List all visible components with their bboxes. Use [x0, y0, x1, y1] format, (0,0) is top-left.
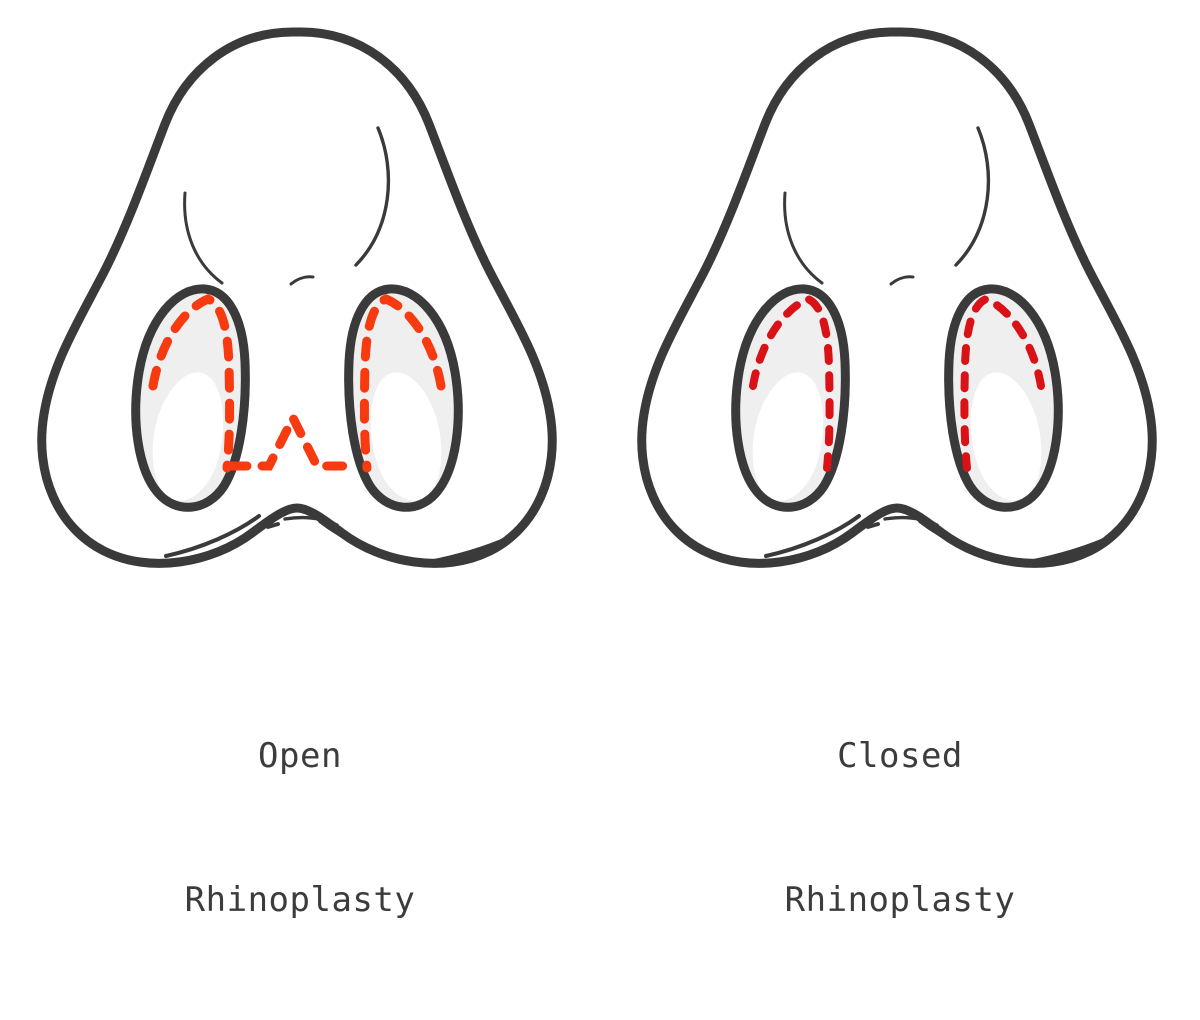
columella-base-strokes: [764, 514, 1115, 564]
nose-diagram-closed: [637, 27, 1157, 568]
nostril-right-outline: [944, 284, 1063, 512]
nostril-left-outline: [731, 284, 850, 512]
caption-open-rhinoplasty: Open Rhinoplasty: [0, 636, 600, 1020]
alar-crease-right-stroke: [1027, 534, 1115, 564]
panel-closed-rhinoplasty: Closed Rhinoplasty: [600, 0, 1200, 920]
incision-transcolumellar-open: [226, 407, 357, 471]
tip-dome-left-arc: [183, 191, 224, 285]
columella-top-stroke: [883, 515, 939, 527]
columella-left-stroke: [164, 514, 261, 558]
nostril-right-group: [344, 284, 463, 512]
incision-markings-open: [148, 294, 446, 473]
caption-closed-line1: Closed: [837, 736, 963, 776]
columella-center-tick: [866, 522, 880, 529]
incision-left-nostril-closed: [749, 294, 834, 472]
columella-base-strokes: [164, 514, 515, 564]
nostril-right-highlight: [970, 372, 1042, 501]
columella-left-stroke: [764, 514, 861, 558]
incision-right-nostril-open: [359, 294, 446, 473]
tip-dome-left-arc: [783, 191, 824, 285]
nostril-left-highlight: [152, 372, 224, 501]
caption-open-line2: Rhinoplasty: [184, 880, 416, 920]
nostril-right-highlight: [370, 372, 442, 501]
caption-open-line1: Open: [258, 736, 342, 776]
caption-closed-rhinoplasty: Closed Rhinoplasty: [600, 636, 1200, 1020]
incision-left-nostril-open: [148, 294, 235, 473]
nose-diagram-open: [37, 27, 557, 568]
columella-top-stroke: [283, 515, 339, 527]
nose-outline-path: [37, 27, 557, 568]
tip-dome-notch: [889, 275, 915, 286]
panel-open-rhinoplasty: Open Rhinoplasty: [0, 0, 600, 920]
nostril-left-outline: [131, 284, 250, 512]
columella-right-stroke: [918, 519, 1013, 561]
nostril-left-highlight: [752, 372, 824, 501]
nose-outline-group: [637, 27, 1157, 568]
alar-crease-right-stroke: [427, 534, 515, 564]
nostril-right-outline: [344, 284, 463, 512]
columella-right-stroke: [318, 519, 413, 561]
incision-markings-closed: [749, 294, 1045, 472]
caption-closed-line2: Rhinoplasty: [784, 880, 1016, 920]
nostril-right-group: [944, 284, 1063, 512]
incision-right-nostril-closed: [960, 294, 1045, 472]
nose-outline-group: [37, 27, 557, 568]
tip-dome-notch: [289, 275, 315, 286]
tip-dome-right-arc: [354, 126, 391, 267]
rhinoplasty-comparison-figure: Open Rhinoplasty: [0, 0, 1200, 920]
nostril-left-group: [731, 284, 850, 512]
columella-center-tick: [266, 522, 280, 529]
nostril-left-group: [131, 284, 250, 512]
nose-outline-path: [637, 27, 1157, 568]
tip-dome-right-arc: [954, 126, 991, 267]
